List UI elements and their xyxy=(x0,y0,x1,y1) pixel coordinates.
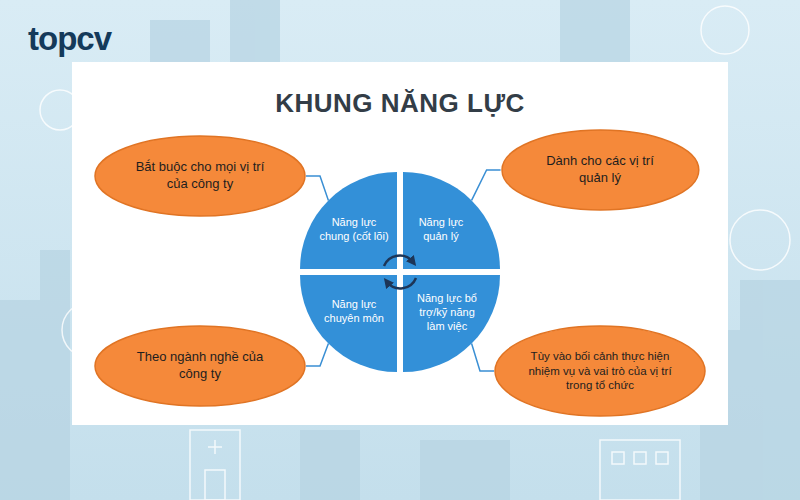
note-ellipse: Theo ngành nghề của công ty xyxy=(94,325,306,407)
note-ellipse: Bắt buộc cho mọi vị trí của công ty xyxy=(94,135,306,217)
competency-quadrant: Năng lực chung (cốt lõi) xyxy=(300,172,400,272)
ellipse-fill xyxy=(95,326,305,406)
connector-line xyxy=(472,344,494,371)
quadrant-fill xyxy=(300,275,397,372)
connector-line xyxy=(472,170,501,200)
label-holder: topcv xyxy=(28,20,111,58)
competency-label: Năng lực chung (cốt lõi) xyxy=(316,216,392,244)
cycle-arrow xyxy=(384,256,413,266)
competency-label: Năng lực bổ trợ/kỹ năng làm việc xyxy=(410,292,484,333)
note-ellipse: Tùy vào bối cảnh thực hiện nhiệm vụ và v… xyxy=(494,325,706,417)
competency-label: Năng lực quản lý xyxy=(410,216,472,244)
diagram-title: KHUNG NĂNG LỰC xyxy=(0,88,800,119)
competency-quadrant: Năng lực quản lý xyxy=(400,172,500,272)
quadrant-fill xyxy=(403,172,500,269)
connector-line xyxy=(306,344,328,366)
note-text: Tùy vào bối cảnh thực hiện nhiệm vụ và v… xyxy=(525,349,675,394)
quadrant-fill xyxy=(403,275,500,372)
connector-line xyxy=(306,176,328,200)
note-ellipse: Dành cho các vị trí quản lý xyxy=(501,129,700,211)
cycle-arrow xyxy=(387,278,416,288)
ellipse-fill xyxy=(95,136,305,216)
competency-quadrant: Năng lực bổ trợ/kỹ năng làm việc xyxy=(400,272,500,372)
competency-quadrant: Năng lực chuyên môn xyxy=(300,272,400,372)
note-text: Dành cho các vị trí quản lý xyxy=(530,153,670,187)
quadrant-fill xyxy=(300,172,397,269)
competency-label: Năng lực chuyên môn xyxy=(316,298,392,326)
note-text: Theo ngành nghề của công ty xyxy=(125,349,275,383)
brand-logo: topcv xyxy=(28,20,111,58)
faint-icons xyxy=(40,6,790,500)
ellipse-fill xyxy=(495,326,705,416)
title-holder: KHUNG NĂNG LỰC xyxy=(0,88,800,119)
ellipse-fill xyxy=(502,130,699,210)
note-text: Bắt buộc cho mọi vị trí của công ty xyxy=(125,159,275,193)
